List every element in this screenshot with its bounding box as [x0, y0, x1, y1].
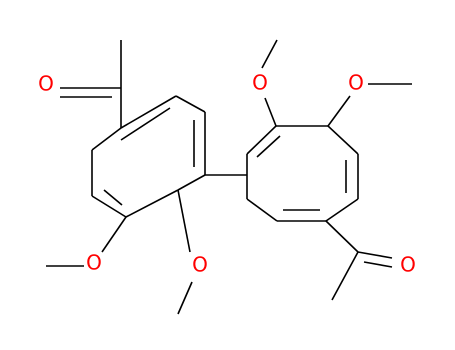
bond	[357, 251, 393, 259]
bond	[325, 220, 359, 253]
bond	[175, 95, 206, 113]
bond	[91, 195, 127, 218]
bond	[125, 189, 179, 218]
bond	[120, 95, 177, 129]
oxygen-label-carbonyl-left: O	[38, 72, 54, 96]
bond	[363, 261, 393, 268]
bond	[101, 216, 127, 253]
oxygen-label-carbonyl-right: O	[400, 253, 416, 277]
bond	[264, 97, 277, 127]
oxygen-label-methoxy-left-outer: O	[86, 251, 102, 275]
right-methoxy-groups	[261, 39, 412, 127]
left-benzene-ring	[91, 95, 206, 218]
right-acetyl-group	[325, 220, 393, 301]
right-benzene-ring	[246, 125, 359, 222]
oxygen-label-methoxy-right-outer: O	[348, 71, 364, 95]
bond	[261, 39, 278, 69]
bond	[246, 125, 277, 155]
oxygen-label-methoxy-left-inner: O	[192, 253, 208, 277]
bond	[120, 107, 171, 141]
bond	[325, 198, 359, 222]
bond	[246, 198, 278, 222]
bond	[103, 189, 123, 206]
bond	[177, 174, 206, 191]
bond	[256, 135, 281, 158]
left-acetyl-group	[60, 40, 122, 128]
bond	[327, 95, 351, 127]
bond	[177, 189, 191, 253]
bond	[331, 251, 359, 301]
bond	[177, 281, 193, 315]
bond	[91, 127, 122, 151]
oxygen-label-methoxy-right-inner: O	[252, 71, 268, 95]
bond	[327, 125, 359, 155]
left-methoxy-groups	[46, 189, 193, 315]
